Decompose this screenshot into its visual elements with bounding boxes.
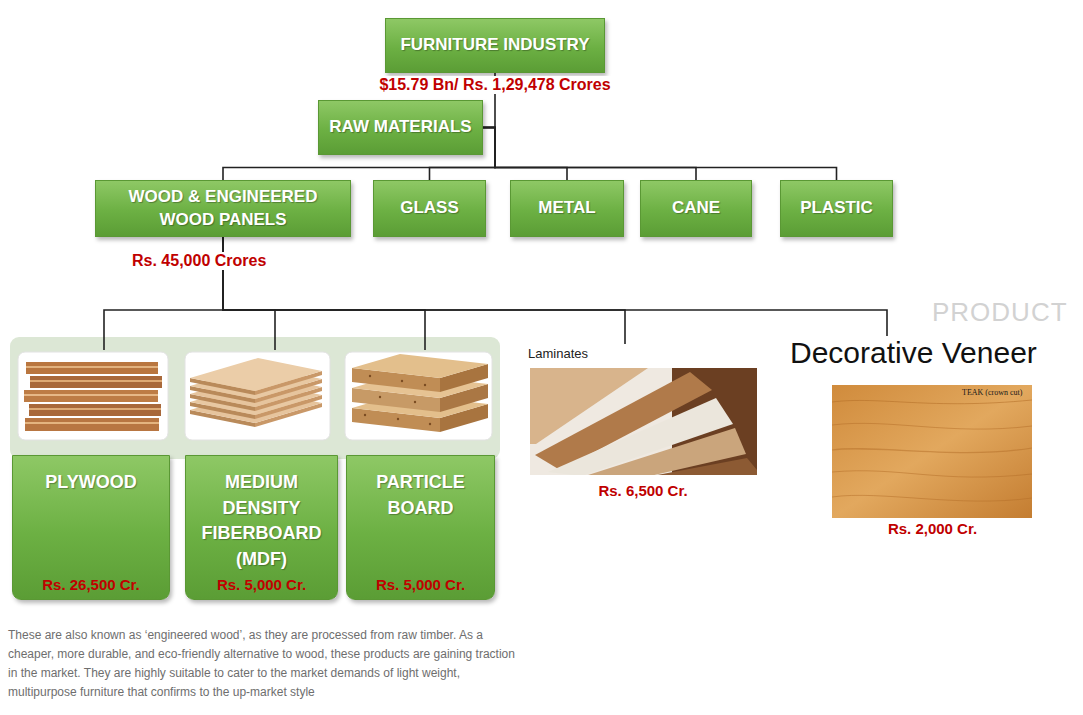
speckle xyxy=(429,423,431,425)
value-label: Rs. 2,000 Cr. xyxy=(790,520,1075,538)
laminates-picture xyxy=(530,368,757,475)
wood-grain xyxy=(832,423,1032,429)
box-label: METAL xyxy=(538,197,595,219)
value-label: Rs. 45,000 Crores xyxy=(129,252,269,270)
speckle xyxy=(369,375,371,377)
category-box: WOOD & ENGINEERED WOOD PANELS xyxy=(95,180,351,237)
wood-grain xyxy=(832,471,1032,477)
category-box: RAW MATERIALS xyxy=(318,100,483,155)
value-label: Rs. 26,500 Cr. xyxy=(42,576,140,594)
product-band xyxy=(10,337,500,459)
speckle xyxy=(414,401,416,403)
category-box: GLASS xyxy=(373,180,486,237)
box-label: RAW MATERIALS xyxy=(329,116,471,138)
connector xyxy=(223,237,887,336)
photo-card xyxy=(185,352,330,440)
value-label: Rs. 5,000 Cr. xyxy=(217,576,306,594)
speckle xyxy=(397,418,399,420)
box-label: FURNITURE INDUSTRY xyxy=(400,34,589,56)
tile-box: PLYWOOD Rs. 26,500 Cr. xyxy=(12,455,170,600)
speckle xyxy=(379,396,381,398)
board-top xyxy=(352,354,488,378)
photo-card xyxy=(18,352,168,440)
tile-box: PARTICLE BOARD Rs. 5,000 Cr. xyxy=(346,455,495,600)
box-label: CANE xyxy=(672,197,720,219)
speckle xyxy=(424,384,426,386)
node-pic: LaminatesRs. 6,500 Cr. xyxy=(528,344,758,504)
value-label: $15.79 Bn/ Rs. 1,29,478 Crores xyxy=(376,76,613,94)
board-layer xyxy=(24,394,158,396)
watermark: PRODUCT xyxy=(932,298,1068,327)
picture-caption: TEAK (crown cut) xyxy=(962,389,1022,398)
board-layer xyxy=(30,380,162,382)
tile-label: PLYWOOD xyxy=(45,470,136,496)
node-tile: PARTICLE BOARD Rs. 5,000 Cr. xyxy=(346,350,495,600)
picture-heading: Decorative Veneer xyxy=(790,336,1037,371)
board xyxy=(25,418,159,431)
picture-heading: Laminates xyxy=(528,346,588,362)
category-box: FURNITURE INDUSTRY xyxy=(385,18,605,73)
box-label: WOOD & ENGINEERED WOOD PANELS xyxy=(103,186,343,230)
board xyxy=(26,362,158,374)
tile-box: MEDIUM DENSITY FIBERBOARD (MDF) Rs. 5,000… xyxy=(185,455,338,600)
board xyxy=(29,404,161,416)
board xyxy=(24,390,158,402)
box-label: PLASTIC xyxy=(800,197,873,219)
value-label: Rs. 6,500 Cr. xyxy=(528,482,758,500)
connector xyxy=(483,128,696,181)
node-head: WOOD & ENGINEERED WOOD PANELSRs. 45,000 … xyxy=(95,180,351,237)
wood-grain xyxy=(832,495,1032,501)
wood-grain xyxy=(832,448,1032,453)
speckle xyxy=(401,380,403,382)
wood-grain xyxy=(832,400,1032,404)
category-box: METAL xyxy=(510,180,624,237)
veneer-sheet xyxy=(832,385,1032,518)
particle-board-picture xyxy=(352,354,488,432)
node-pic: Decorative VeneerRs. 2,000 Cr. xyxy=(790,336,1075,542)
speckle xyxy=(364,414,366,416)
category-box: CANE xyxy=(640,180,752,237)
box-label: GLASS xyxy=(400,197,459,219)
category-box: PLASTIC xyxy=(780,180,893,237)
plank xyxy=(652,458,757,475)
sheet xyxy=(190,358,322,391)
node-tile: PLYWOOD Rs. 26,500 Cr. xyxy=(12,350,170,600)
node-tile: MEDIUM DENSITY FIBERBOARD (MDF) Rs. 5,000… xyxy=(185,350,338,600)
board-layer xyxy=(25,422,159,424)
note-paragraph: These are also known as ‘engineered wood… xyxy=(8,626,518,702)
photo-ground xyxy=(530,368,757,475)
board-layer xyxy=(29,408,161,410)
plywood-picture xyxy=(24,362,162,431)
tile-label: MEDIUM DENSITY FIBERBOARD (MDF) xyxy=(192,470,331,572)
board xyxy=(30,376,162,388)
connector xyxy=(483,128,837,181)
mdf-picture xyxy=(190,358,322,427)
value-label: Rs. 5,000 Cr. xyxy=(376,576,465,594)
veneer-picture xyxy=(832,385,1032,518)
tile-label: PARTICLE BOARD xyxy=(353,470,488,521)
node-head: FURNITURE INDUSTRY$15.79 Bn/ Rs. 1,29,47… xyxy=(385,18,605,73)
photo-card xyxy=(345,352,492,440)
connector xyxy=(223,237,625,344)
board-layer xyxy=(26,366,158,368)
